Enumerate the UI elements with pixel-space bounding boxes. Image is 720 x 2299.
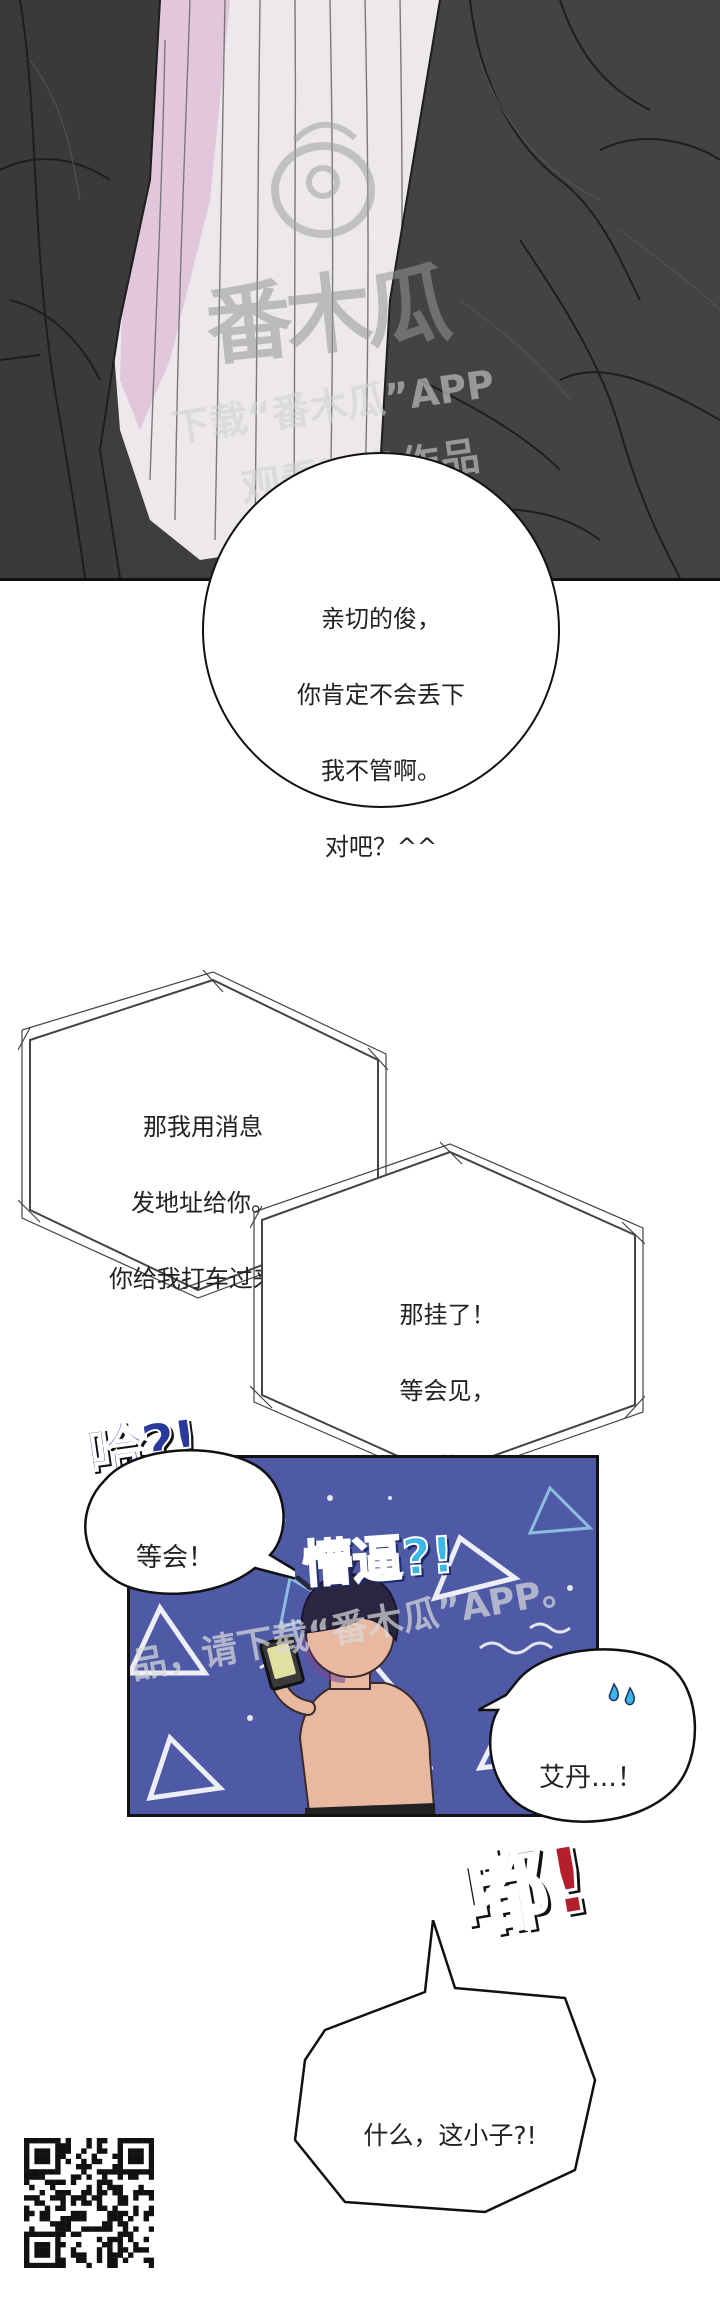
speech-bubble-1-text: 亲切的俊， 你肯定不会丢下 我不管啊。 对吧？^^ [297,605,465,861]
speech-bubble-5: 艾丹…！ [478,1640,704,1840]
speech-bubble-1: 亲切的俊， 你肯定不会丢下 我不管啊。 对吧？^^ [200,450,562,861]
panel-coat-closeup: 番木瓜 下载“番木瓜”APP 观看更多作品 [0,0,720,581]
phone-bubble-3: 那挂了！ 等会见， 亲爱的~。 [250,1140,645,1485]
boy-figure [268,1555,436,1814]
watermark-logo-icon [265,120,385,240]
qr-code-icon[interactable] [24,2138,155,2269]
speech-bubble-6-text: 什么，这小子?! [363,2121,537,2150]
speech-bubble-5-text: 艾丹…！ [538,1763,643,1793]
coat-art [0,0,720,578]
speech-bubble-6: 什么，这小子?! [285,1920,615,2220]
speech-bubble-4: 等会！ [75,1440,295,1610]
panel-pattern [130,1463,594,1814]
watermark-logo-text: 番木瓜 [201,253,451,379]
speech-bubble-4-text: 等会！ [135,1543,214,1573]
sweat-drops-icon [606,1680,646,1710]
sfx-confused: 懵逼?! [299,1525,456,1595]
